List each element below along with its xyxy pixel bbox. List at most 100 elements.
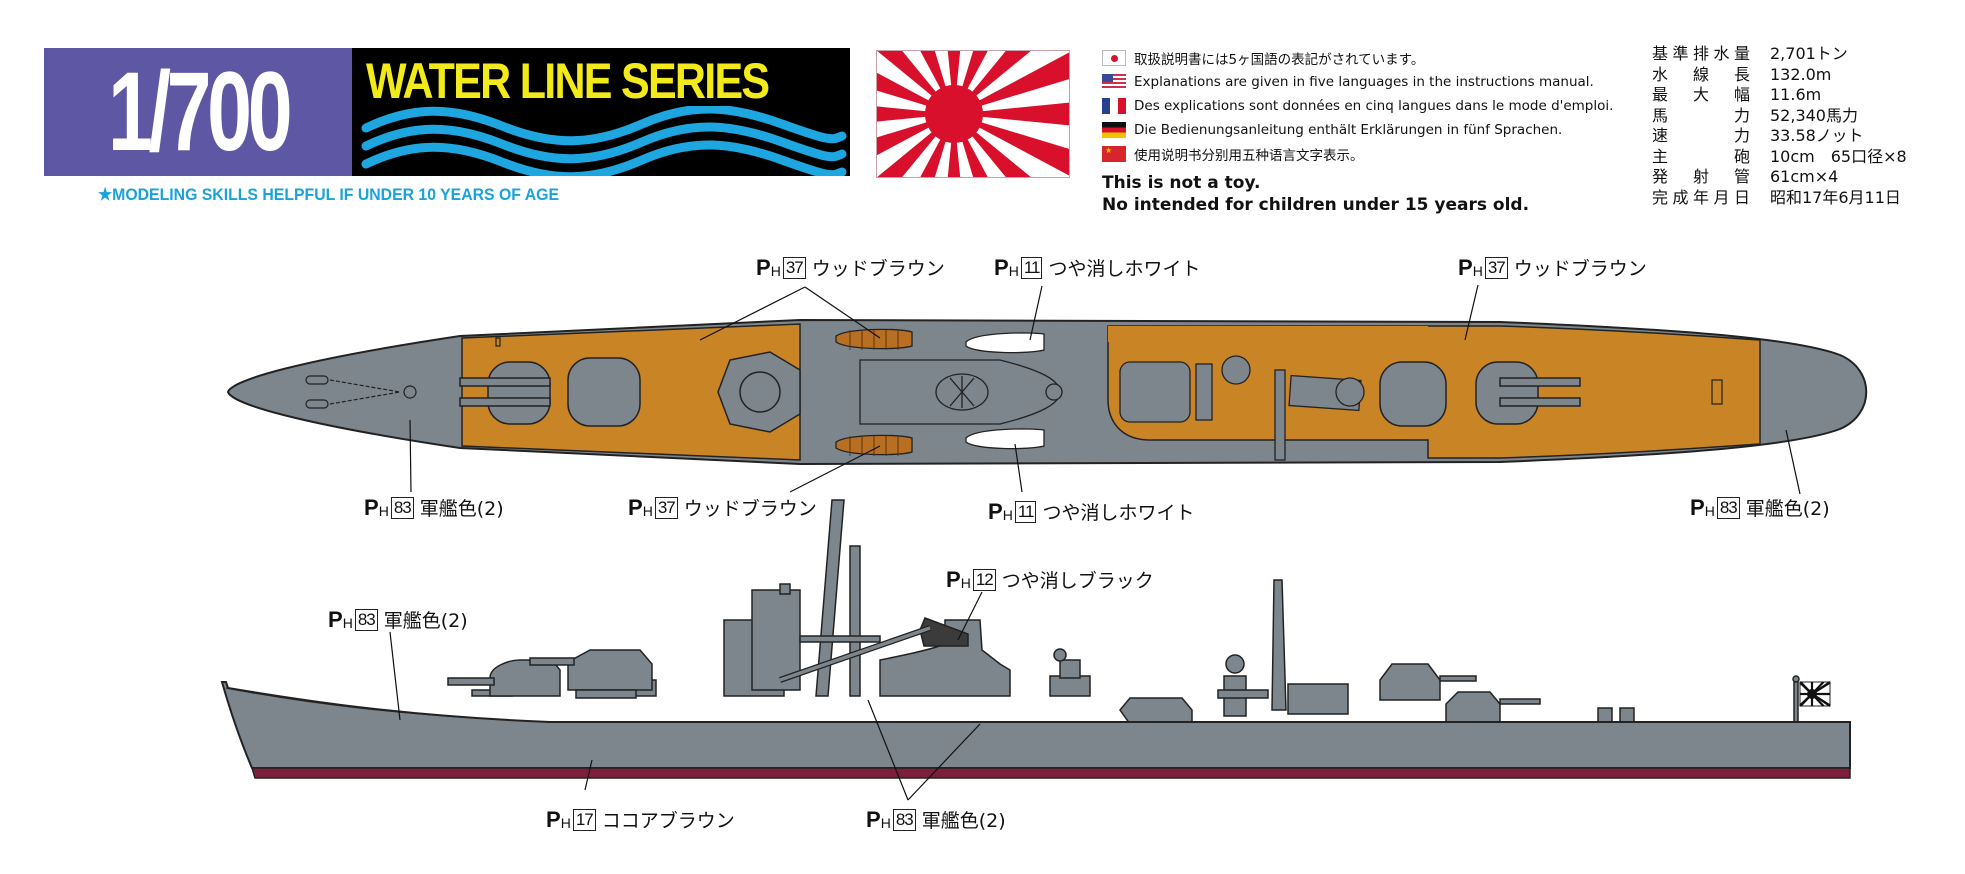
paint-prefix: P bbox=[364, 494, 379, 520]
white-boat bbox=[965, 332, 1045, 354]
spec-value: 2,701トン bbox=[1770, 44, 1848, 63]
ensign-ray bbox=[947, 114, 961, 177]
language-note-text: Explanations are given in five languages… bbox=[1134, 74, 1594, 90]
age-warning: No intended for children under 15 years … bbox=[1102, 195, 1530, 215]
spec-label: 速力 bbox=[1652, 126, 1750, 145]
funnel bbox=[919, 617, 969, 647]
spec-value: 11.6m bbox=[1770, 85, 1822, 104]
spec-row: 完成年月日昭和17年6月11日 bbox=[1652, 188, 1907, 209]
top-view bbox=[226, 318, 1868, 466]
paint-code: 17 bbox=[572, 808, 596, 831]
spec-value: 52,340馬力 bbox=[1770, 105, 1858, 125]
usa-flag-icon bbox=[1102, 74, 1126, 90]
boot-topping bbox=[250, 767, 1851, 779]
spec-label: 発射管 bbox=[1652, 167, 1750, 186]
series-title: WATER LINE SERIES bbox=[366, 53, 770, 109]
paint-prefix: P bbox=[546, 806, 561, 832]
paint-prefix-sub: H bbox=[560, 815, 571, 831]
language-note-text: Die Bedienungsanleitung enthält Erklärun… bbox=[1134, 122, 1563, 138]
spec-table: 基準排水量 2,701トン 水線長 132.0m 最大幅 11.6m 馬力 52,340… bbox=[1652, 44, 1907, 208]
spec-value: 昭和17年6月11日 bbox=[1770, 187, 1901, 207]
language-note: Des explications sont données en cinq la… bbox=[1102, 94, 1632, 118]
paint-prefix-sub: H bbox=[1704, 503, 1715, 519]
language-note: ★ 使用说明书分别用五种语言文字表示。 bbox=[1102, 142, 1632, 166]
paint-code: 37 bbox=[782, 256, 806, 279]
paint-name: 軍艦色(2) bbox=[419, 498, 504, 520]
paint-code: 83 bbox=[390, 496, 414, 519]
scale-text: 1/700 bbox=[107, 49, 293, 174]
language-note: Die Bedienungsanleitung enthält Erklärun… bbox=[1102, 118, 1632, 142]
china-flag-icon: ★ bbox=[1102, 146, 1126, 162]
language-note: 取扱説明書には5ヶ国語の表記がされています。 bbox=[1102, 46, 1632, 70]
japan-flag-icon bbox=[1102, 50, 1126, 66]
skills-note: ★MODELING SKILLS HELPFUL IF UNDER 10 YEA… bbox=[98, 185, 560, 204]
paint-name: 軍艦色(2) bbox=[383, 610, 468, 632]
paint-prefix-sub: H bbox=[1002, 507, 1013, 523]
paint-code: 83 bbox=[354, 608, 378, 631]
paint-name: つや消しホワイト bbox=[1048, 258, 1201, 280]
france-flag-icon bbox=[1102, 98, 1126, 114]
germany-flag-icon bbox=[1102, 122, 1126, 138]
spec-label: 主砲 bbox=[1652, 146, 1750, 166]
paint-prefix: P bbox=[1690, 494, 1705, 520]
spec-value: 132.0m bbox=[1770, 64, 1832, 84]
series-logo: WATER LINE SERIES bbox=[352, 48, 850, 176]
paint-prefix: P bbox=[866, 806, 881, 832]
paint-name: つや消しホワイト bbox=[1042, 502, 1195, 524]
spec-value: 33.58ノット bbox=[1770, 126, 1864, 145]
language-note: Explanations are given in five languages… bbox=[1102, 70, 1632, 94]
paint-name: ウッドブラウン bbox=[1513, 258, 1647, 280]
spec-row: 主砲 10cm 65口径×8 bbox=[1652, 147, 1907, 168]
spec-row: 速力 33.58ノット bbox=[1652, 126, 1907, 147]
ensign-ray bbox=[947, 51, 961, 114]
paint-name: ウッドブラウン bbox=[683, 498, 817, 520]
spec-row: 最大幅 11.6m bbox=[1652, 85, 1907, 106]
scale-badge: 1/700 bbox=[44, 48, 352, 176]
language-note-text: 取扱説明書には5ヶ国語の表記がされています。 bbox=[1134, 52, 1425, 68]
spec-row: 水線長 132.0m bbox=[1652, 65, 1907, 86]
paint-prefix: P bbox=[328, 606, 343, 632]
spec-label: 馬力 bbox=[1652, 105, 1750, 125]
paint-prefix-sub: H bbox=[880, 815, 891, 831]
toy-warning: This is not a toy. bbox=[1102, 173, 1261, 193]
spec-value: 10cm 65口径×8 bbox=[1770, 146, 1907, 166]
paint-name: つや消しブラック bbox=[1001, 570, 1154, 592]
paint-code: 11 bbox=[1014, 500, 1037, 523]
paint-prefix-sub: H bbox=[960, 575, 971, 591]
paint-code: 37 bbox=[654, 496, 678, 519]
paint-prefix-sub: H bbox=[1472, 263, 1483, 279]
paint-prefix: P bbox=[988, 498, 1003, 524]
spec-label: 基準排水量 bbox=[1652, 44, 1750, 63]
paint-prefix-sub: H bbox=[378, 503, 389, 519]
spec-row: 馬力 52,340馬力 bbox=[1652, 106, 1907, 127]
paint-code: 83 bbox=[1716, 496, 1740, 519]
paint-code: 37 bbox=[1484, 256, 1508, 279]
paint-name: 軍艦色(2) bbox=[921, 810, 1006, 832]
paint-code: 12 bbox=[972, 568, 996, 591]
ensign-ray bbox=[954, 102, 1069, 126]
white-boat bbox=[965, 428, 1045, 450]
paint-code: 83 bbox=[892, 808, 916, 831]
paint-prefix: P bbox=[946, 566, 961, 592]
paint-prefix: P bbox=[1458, 254, 1473, 280]
ensign-ray bbox=[954, 114, 1069, 176]
paint-prefix-sub: H bbox=[342, 615, 353, 631]
spec-label: 最大幅 bbox=[1652, 85, 1750, 104]
stern-ensign-icon bbox=[1799, 681, 1831, 707]
rising-sun-ensign-icon bbox=[876, 50, 1070, 178]
spec-label: 水線長 bbox=[1652, 64, 1750, 84]
